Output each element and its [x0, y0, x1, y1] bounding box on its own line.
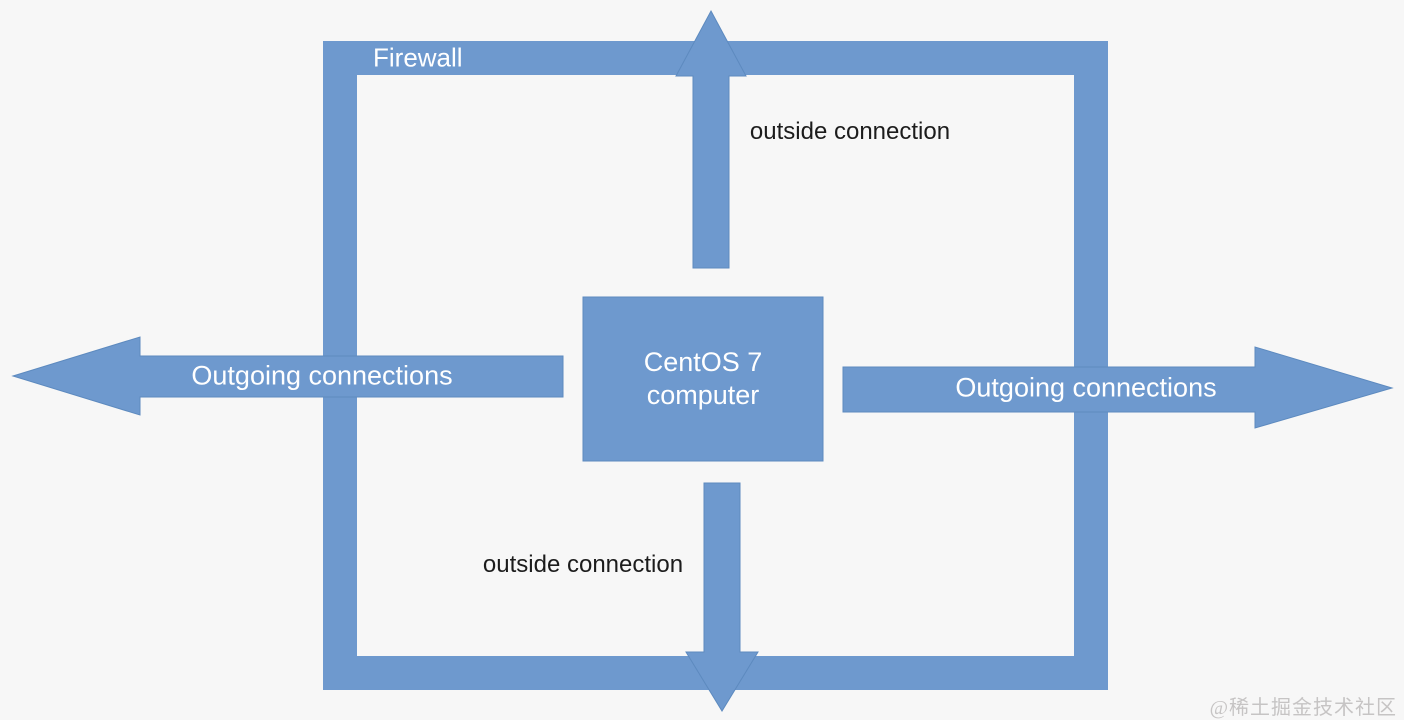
firewall-label: Firewall: [373, 42, 463, 73]
top-outside-connection-label: outside connection: [749, 118, 951, 145]
bottom-outside-connection-label: outside connection: [482, 551, 684, 578]
centos-box-label-line2: computer: [646, 380, 760, 410]
centos-box-label-line1: CentOS 7: [643, 347, 763, 377]
watermark: @稀土掘金技术社区: [1209, 697, 1397, 719]
up-arrow-icon: [675, 9, 747, 269]
right-arrow-icon: [842, 346, 1394, 429]
centos-computer-box: [582, 296, 824, 462]
left-outgoing-connections-label: Outgoing connections: [191, 360, 453, 391]
right-outgoing-connections-label: Outgoing connections: [955, 372, 1217, 403]
centos-box-label: CentOS 7 computer: [644, 346, 763, 412]
down-arrow-icon: [685, 482, 759, 712]
left-arrow-icon: [11, 336, 564, 416]
